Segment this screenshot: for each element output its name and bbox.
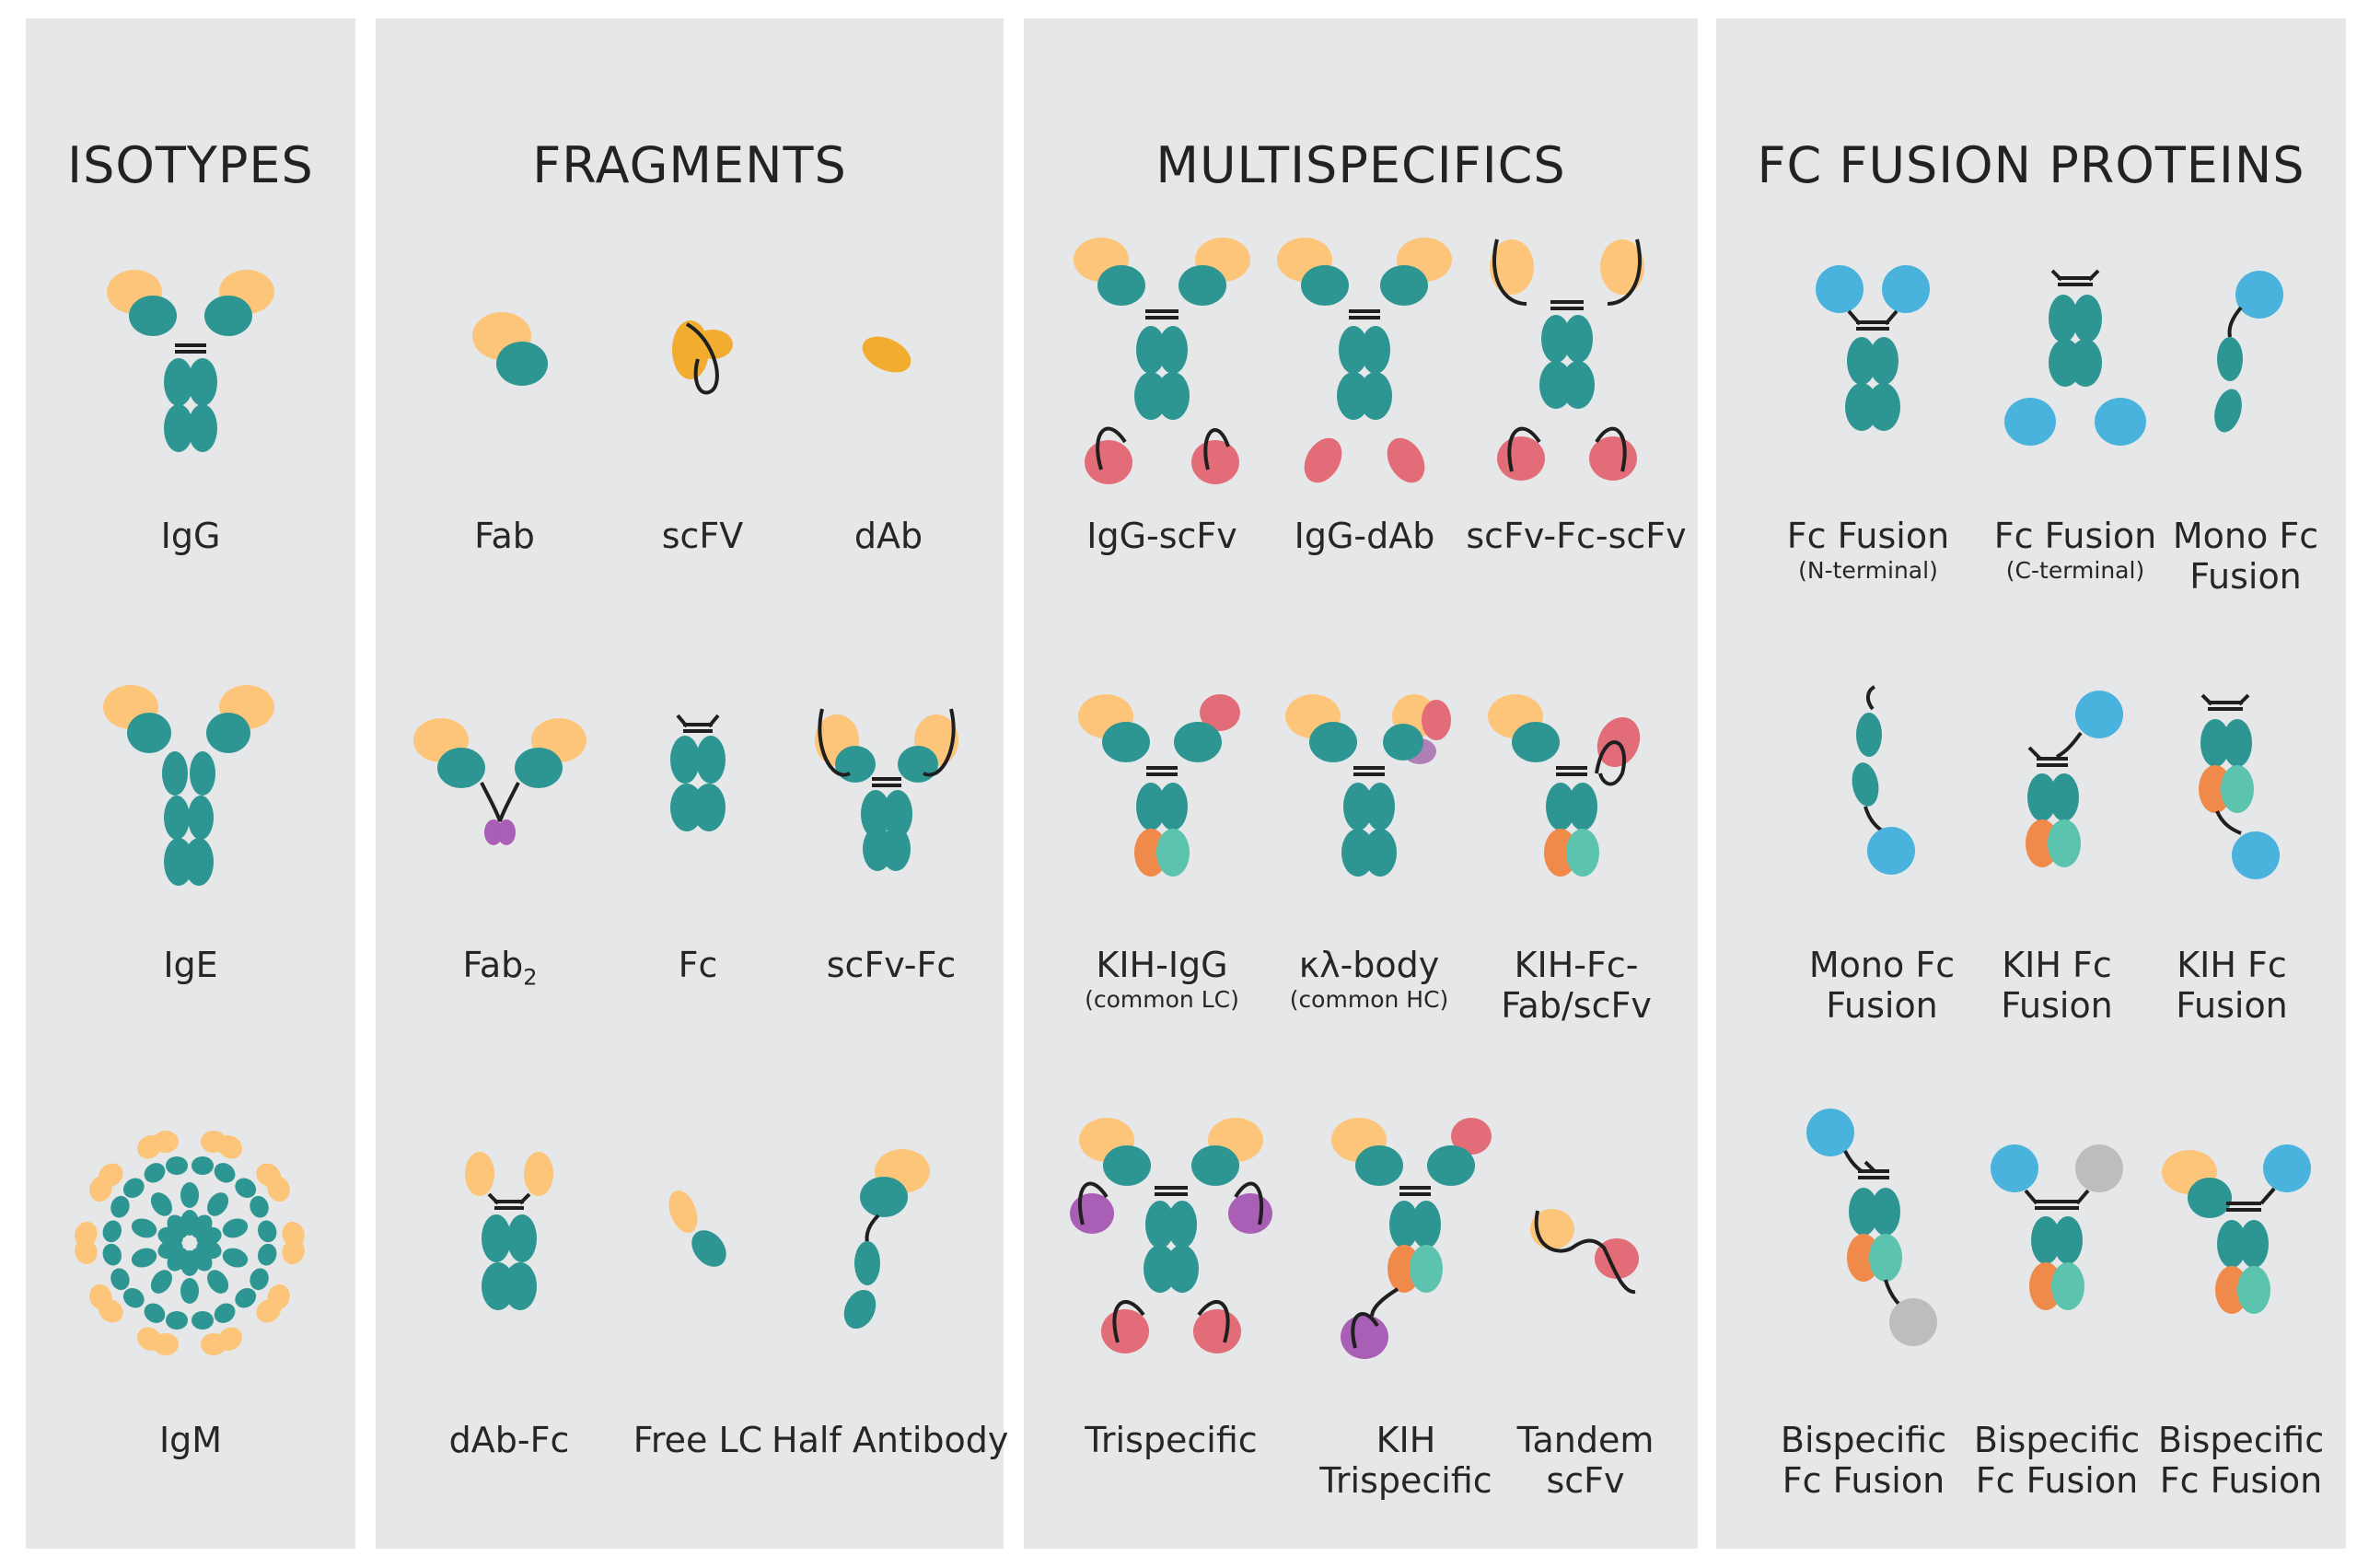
ige-icon [103,685,274,886]
kih-igg-icon [1078,694,1240,877]
scfv-icon [672,320,733,395]
fab-icon [472,312,548,386]
panel-title: ISOTYPES [67,136,314,194]
item-label: IgG-dAb [1294,516,1435,556]
kih-fc-fusion-icon [2026,691,2123,867]
item-label: IgG-scFv [1086,516,1237,556]
half-antibody-icon [843,1149,930,1330]
mono-fc-fusion-icon [2214,271,2283,433]
dab-icon [862,336,911,373]
dab-fc-icon [465,1152,553,1310]
item-label: Fab2 [462,945,538,991]
panel-title: FC FUSION PROTEINS [1757,136,2305,194]
fc-icon [670,714,726,831]
item-label: KIH-IgG(common LC) [1085,945,1239,1013]
fc-fusion-n-icon [1816,265,1930,431]
item-label: Half Antibody [772,1420,1009,1460]
fab2-icon [413,718,586,845]
item-label: KIH-Fc-Fab/scFv [1501,945,1652,1026]
item-label: Trispecific [1085,1420,1258,1460]
kih-fc-fab-scfv-icon [1488,694,1641,877]
bispecific-fc-fusion-1-icon [1806,1109,1937,1346]
trispecific-icon [1070,1118,1272,1353]
igg-scfv-icon [1074,238,1250,484]
panel-isotypes: ISOTYPES IgG IgE IgM [26,18,355,1549]
item-label: IgM [158,1420,223,1460]
tandem-scfv-icon [1530,1209,1639,1294]
item-label: IgG [160,516,221,556]
item-label: dAb-Fc [448,1420,570,1460]
item-label: IgE [163,945,218,985]
igg-icon [107,270,274,452]
panel-fragments: FRAGMENTS Fab scFV dAb Fab2 Fc scFv-Fc [376,18,1009,1549]
kih-fc-fusion-c-icon [2199,693,2280,879]
scfv-fc-icon [815,708,958,871]
panel-fc-fusion-proteins: FC FUSION PROTEINS Fc Fusion(N-terminal)… [1716,18,2346,1549]
mono-fc-fusion-c-icon [1852,685,1915,875]
kappa-lambda-body-icon [1285,694,1451,877]
panel-title: FRAGMENTS [532,136,847,194]
bispecific-fc-fusion-2-icon [1991,1144,2123,1310]
item-label: scFv-Fc [826,945,957,985]
igg-dab-icon [1277,238,1452,483]
fc-fusion-c-icon [2004,269,2146,446]
scfv-fc-scfv-icon [1490,238,1644,481]
igm-icon [71,1130,308,1356]
item-label: κλ-body(common HC) [1289,945,1449,1013]
item-label: dAb [853,516,923,556]
item-label: Fc Fusion(N-terminal) [1786,516,1950,584]
panel-multispecifics: MULTISPECIFICS IgG-scFv IgG-dAb scFv-Fc-… [1024,18,1698,1549]
kih-trispecific-icon [1331,1118,1492,1359]
bispecific-fc-fusion-3-icon [2162,1144,2311,1314]
item-label: Fab [474,516,535,556]
panel-title: MULTISPECIFICS [1155,136,1566,194]
item-label: Fc Fusion(C-terminal) [1993,516,2157,584]
item-label: Free LC [633,1420,763,1460]
item-label: scFV [661,516,744,556]
free-lc-icon [668,1190,726,1267]
item-label: Fc [678,945,718,985]
item-label: scFv-Fc-scFv [1466,516,1687,556]
